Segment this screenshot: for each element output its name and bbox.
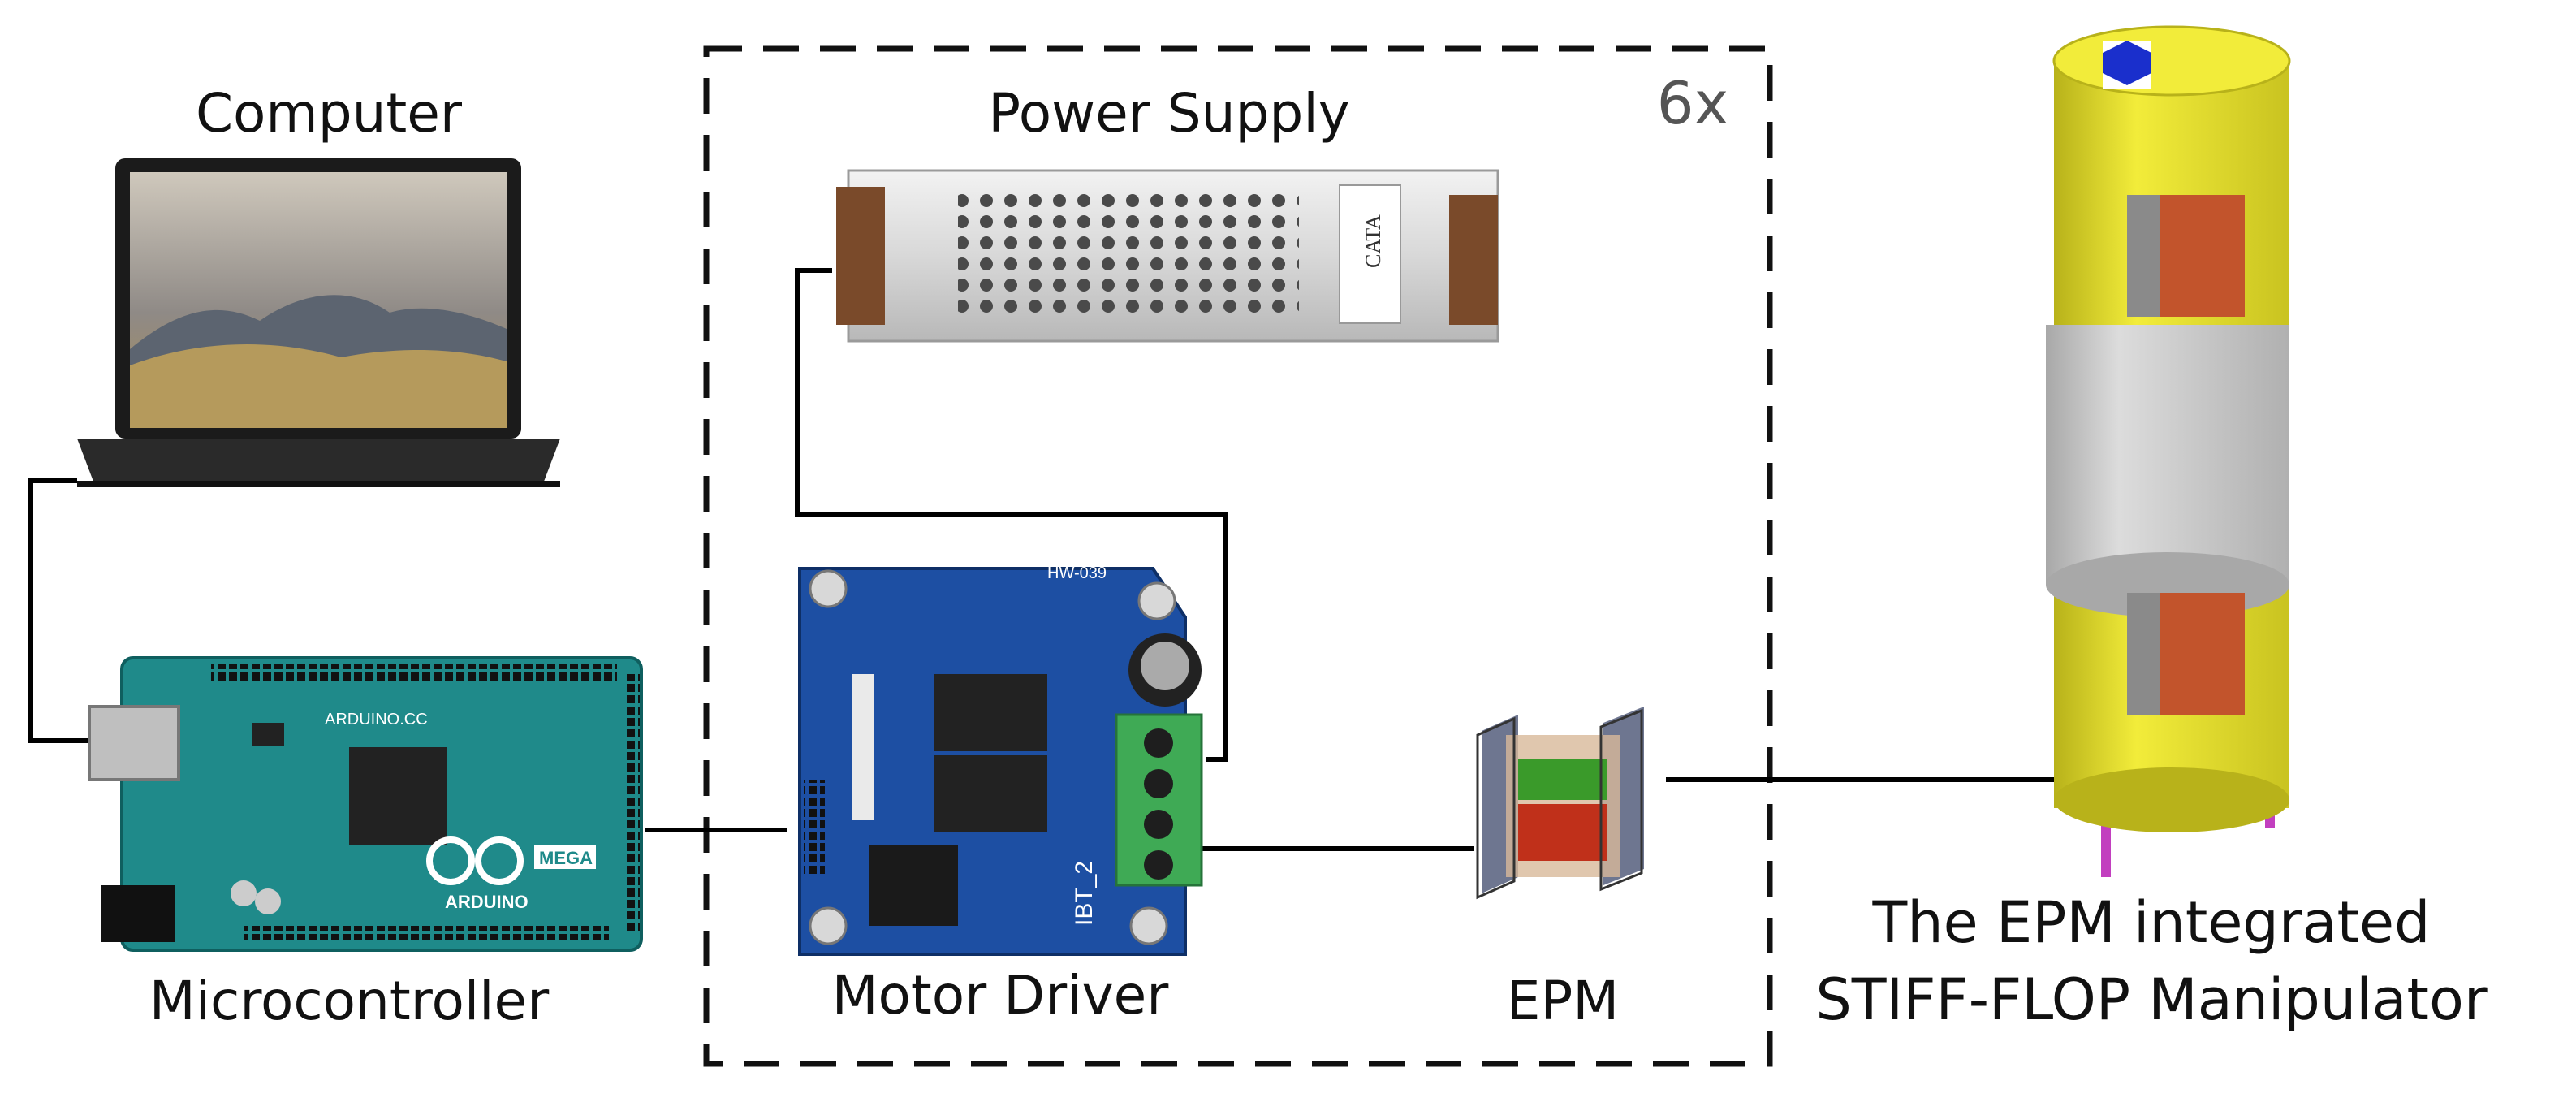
mega-text: MEGA xyxy=(539,848,593,868)
manipulator-image xyxy=(2046,25,2291,877)
manipulator-label-line1: The EPM integrated xyxy=(1872,889,2431,956)
driver-name-text: IBT_2 xyxy=(1071,861,1098,926)
laptop-image xyxy=(77,158,560,487)
repeat-count-label: 6x xyxy=(1657,69,1728,137)
driver-model-text: HW-039 xyxy=(1047,564,1107,582)
microcontroller-board-image: ARDUINO.CC ARDUINO MEGA xyxy=(88,656,643,952)
wire-power-supply-to-driver xyxy=(795,268,1228,762)
microcontroller-label: Microcontroller xyxy=(149,970,550,1032)
epm-label: EPM xyxy=(1507,970,1619,1032)
repeat-boundary-box xyxy=(703,45,1773,1067)
wire-computer-to-microcontroller xyxy=(28,478,91,743)
epm-image xyxy=(1476,707,1644,900)
psu-brand-text: CATA xyxy=(1361,214,1385,268)
manipulator-label-line2: STIFF-FLOP Manipulator xyxy=(1815,966,2487,1033)
motor-driver-label: Motor Driver xyxy=(832,964,1170,1027)
power-supply-label: Power Supply xyxy=(988,82,1349,145)
motor-driver-board-image: HW-039 IBT_2 xyxy=(798,564,1203,956)
arduino-text: ARDUINO xyxy=(445,892,529,912)
power-supply-image: CATA xyxy=(836,169,1499,343)
computer-label: Computer xyxy=(196,82,463,145)
arduino-cc-text: ARDUINO.CC xyxy=(325,711,428,728)
